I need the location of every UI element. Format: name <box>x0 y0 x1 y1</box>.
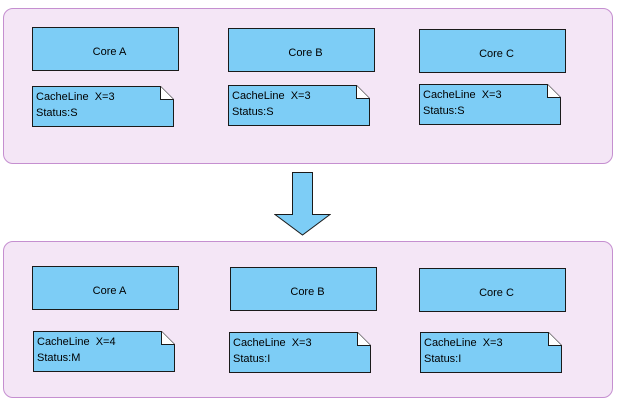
core-a-box: Core A <box>32 27 179 71</box>
cacheline-note-core-b: CacheLine X=3 Status:S <box>228 85 370 126</box>
down-arrow-icon <box>274 172 331 236</box>
core-a-box: Core A <box>32 266 179 310</box>
core-label: Core B <box>288 47 323 59</box>
core-b-box: Core B <box>230 267 377 311</box>
core-label: Core C <box>479 48 514 60</box>
cacheline-text: CacheLine X=3 <box>423 89 502 101</box>
core-b-box: Core B <box>228 28 375 72</box>
core-label: Core A <box>92 285 127 297</box>
cacheline-text: CacheLine X=3 <box>233 337 312 349</box>
status-text: Status:S <box>423 105 465 117</box>
status-text: Status:I <box>233 353 271 365</box>
cacheline-text: CacheLine X=4 <box>37 336 116 348</box>
cacheline-text: CacheLine X=3 <box>36 91 115 103</box>
status-text: Status:S <box>36 107 78 119</box>
cacheline-note-core-b: CacheLine X=3 Status:I <box>229 332 371 373</box>
cacheline-note-core-c: CacheLine X=3 Status:S <box>419 84 561 125</box>
core-c-box: Core C <box>419 268 566 312</box>
core-label: Core C <box>479 287 514 299</box>
core-label: Core B <box>290 286 325 298</box>
cacheline-note-core-c: CacheLine X=3 Status:I <box>420 332 562 373</box>
cacheline-text: CacheLine X=3 <box>232 90 311 102</box>
cacheline-note-core-a: CacheLine X=4 Status:M <box>33 331 175 372</box>
note-shape <box>33 331 175 372</box>
note-shape <box>228 85 370 126</box>
state-after-panel <box>3 241 613 398</box>
status-text: Status:M <box>37 352 81 364</box>
status-text: Status:I <box>424 353 462 365</box>
core-c-box: Core C <box>419 29 566 73</box>
core-label: Core A <box>92 46 127 58</box>
note-shape <box>32 86 174 127</box>
cacheline-text: CacheLine X=3 <box>424 337 503 349</box>
note-shape <box>229 332 371 373</box>
cacheline-note-core-a: CacheLine X=3 Status:S <box>32 86 174 127</box>
note-shape <box>419 84 561 125</box>
status-text: Status:S <box>232 106 274 118</box>
note-shape <box>420 332 562 373</box>
